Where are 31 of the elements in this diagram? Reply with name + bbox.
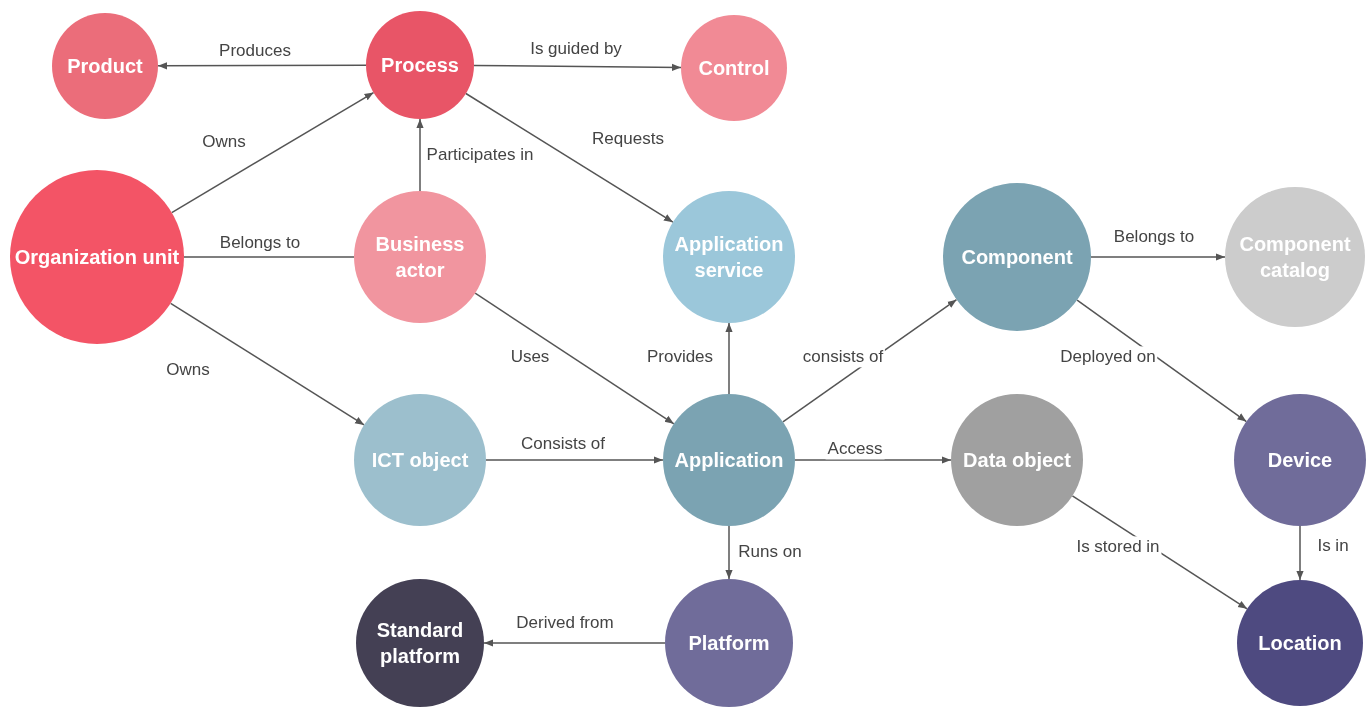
arrow bbox=[485, 456, 664, 464]
node-label: Data object bbox=[962, 448, 1072, 473]
edge-label: consists of bbox=[800, 346, 886, 368]
node-label: Component bbox=[960, 245, 1074, 270]
node-label: Business actor bbox=[374, 232, 466, 283]
arrow bbox=[473, 63, 682, 71]
arrow bbox=[416, 118, 424, 192]
node-label: Location bbox=[1257, 631, 1343, 656]
node-label: Organization unit bbox=[13, 245, 181, 270]
node-label: Platform bbox=[687, 631, 771, 656]
arrow bbox=[1090, 253, 1226, 261]
arrow bbox=[794, 456, 952, 464]
arrow bbox=[169, 302, 365, 426]
arrow bbox=[725, 322, 733, 395]
arrow bbox=[465, 92, 674, 223]
arrow bbox=[1296, 525, 1304, 581]
node-label: Product bbox=[66, 54, 144, 79]
node-label: ICT object bbox=[370, 448, 470, 473]
node-label: Control bbox=[697, 56, 771, 81]
node-label: Application service bbox=[673, 232, 785, 283]
edge-label: Deployed on bbox=[1058, 346, 1158, 368]
node-label: Standard platform bbox=[375, 618, 465, 669]
node-label: Process bbox=[380, 53, 460, 78]
node-label: Device bbox=[1266, 448, 1334, 473]
arrow bbox=[171, 91, 375, 214]
arrow bbox=[157, 62, 367, 70]
node-label: Application bbox=[673, 448, 785, 473]
arrow bbox=[1076, 299, 1248, 423]
arrow bbox=[725, 525, 733, 580]
arrow bbox=[483, 639, 666, 647]
arrow bbox=[474, 292, 675, 425]
